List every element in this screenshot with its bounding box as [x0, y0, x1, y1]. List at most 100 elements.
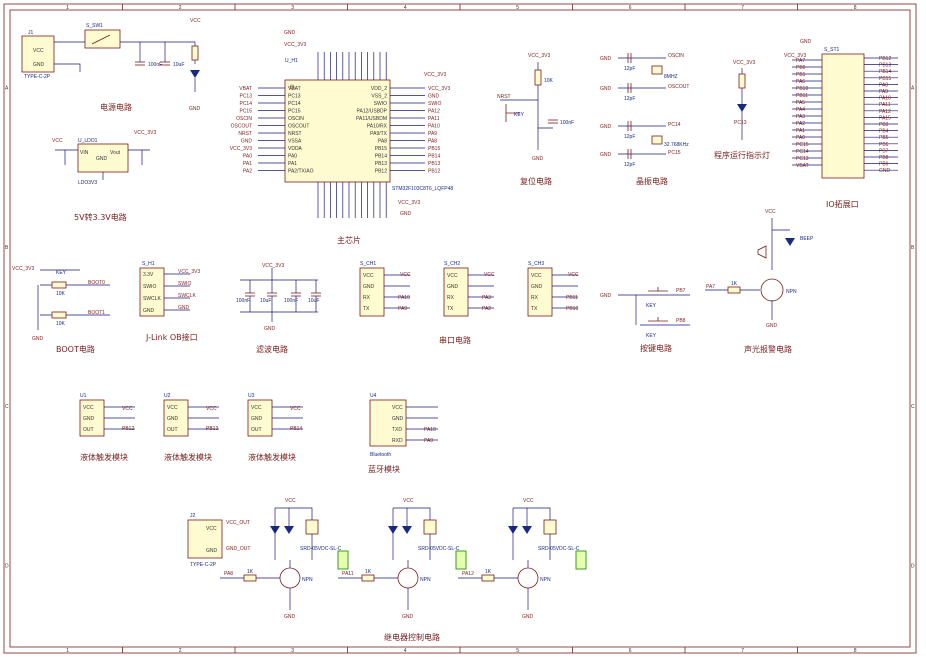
mcu-pin-label: VSS_2 — [371, 94, 387, 100]
io-right-net: PA10 — [879, 96, 891, 102]
filter-cap-value: 100nF — [284, 298, 298, 304]
relay-ctrl-net: PA11 — [342, 571, 354, 577]
crystal-pc14: PC14 — [668, 122, 681, 128]
liquid-pin-label: OUT — [167, 427, 178, 433]
caption-relay: 继电器控制电路 — [384, 632, 440, 642]
mcu-net-label: GND — [241, 139, 253, 145]
uart-ref: S_CH2 — [444, 261, 460, 267]
io-right-net: PB8 — [879, 155, 889, 161]
mcu-net-label: GND — [428, 94, 440, 100]
key-gnd: GND — [600, 293, 612, 299]
crystal-8mhz — [651, 65, 663, 75]
liquid-net: PB12 — [122, 426, 134, 432]
caption-reset: 复位电路 — [520, 176, 552, 186]
liquid-pin-label: OUT — [251, 427, 262, 433]
crystal1-value: 8MHZ — [664, 74, 678, 80]
relay-res-value: 1K — [247, 569, 254, 575]
io-right-net: PB4 — [879, 129, 889, 135]
mcu-pin-label: VSSA — [288, 139, 302, 145]
mcu-pin-label: PB14 — [375, 154, 387, 160]
ldo-ref: U_LDO1 — [78, 138, 98, 144]
mcu-right-vcc: VCC_3V3 — [424, 72, 446, 78]
boot-vcc: VCC_3V3 — [12, 266, 34, 272]
mcu-ref: U_H1 — [285, 58, 298, 64]
mcu-net-label: VBAT — [239, 86, 252, 92]
boot0-net: BOOT0 — [88, 280, 105, 286]
io-right-net: PB12 — [879, 56, 891, 62]
mcu-pin-label: PC13 — [288, 94, 301, 100]
alarm-npn-label: NPN — [786, 289, 797, 295]
power-led-icon — [190, 70, 200, 78]
relay-gnd-net: GND — [402, 614, 414, 620]
uart-circuits: S_CH1VCCGNDRXTXVCCPA10PA9S_CH2VCCGNDRXTX… — [359, 261, 579, 317]
uart-pin-label: RX — [447, 295, 455, 301]
relay-vcc-net: VCC — [403, 498, 414, 504]
relay-in-gnd: GND — [206, 548, 218, 554]
bt-module-body — [369, 399, 407, 447]
reset-key-label: KEY — [514, 112, 525, 118]
uart-pin-label: TX — [447, 306, 454, 312]
uart-pin-label: TX — [531, 306, 538, 312]
frame-row-label: D — [5, 563, 9, 569]
jlink-pin-label: SWCLK — [143, 296, 161, 302]
key2-label: KEY — [646, 333, 657, 339]
uart-rx-net: PB11 — [566, 295, 578, 301]
power-cap1-value: 100nF — [148, 62, 162, 68]
uart-pin-label: GND — [363, 284, 375, 290]
io-right-net: PB3 — [879, 122, 889, 128]
jlink-connector — [139, 267, 165, 317]
frame-col-label: 8 — [854, 5, 857, 11]
relay-npn-label: NPN — [420, 577, 431, 583]
uart-rx-net: PA10 — [398, 295, 410, 301]
mcu-net-label: OSCOUT — [231, 124, 252, 130]
relay-led-icon — [522, 526, 532, 534]
usb-typec-connector — [21, 35, 55, 73]
mcu-left-pins: VBATVBATPC13PC13PC14PC14PC15PC15OSCINOSC… — [230, 86, 314, 175]
liquid-body — [79, 399, 105, 437]
alarm-gnd: GND — [766, 323, 778, 329]
mcu-net-label: PB14 — [428, 154, 440, 160]
jlink-net-label: VCC_3V3 — [178, 269, 200, 275]
mcu-bottom-pins — [317, 182, 387, 218]
mcu-top-pins — [317, 52, 387, 80]
boot0-res-value: 10K — [56, 291, 66, 297]
mcu-net-label: PA10 — [428, 124, 440, 130]
alarm-res-value: 1K — [731, 281, 738, 287]
uart-pin-label: VCC — [531, 273, 542, 279]
io-right-net: PA8 — [879, 82, 888, 88]
mcu-top-vcc: VCC_3V3 — [284, 42, 306, 48]
frame-col-label: 3 — [291, 5, 294, 11]
frame-col-label: 6 — [629, 5, 632, 11]
frame-row-label: D — [911, 563, 915, 569]
ldo-pin-vout: Vout — [110, 150, 121, 156]
frame-col-label: 1 — [66, 648, 69, 654]
io-left-net: VBAT — [796, 163, 809, 169]
power-ref: J1 — [28, 30, 34, 36]
relay-vcc-net: VCC — [523, 498, 534, 504]
mcu-net-label: PC14 — [239, 101, 252, 107]
frame-col-label: 5 — [516, 5, 519, 11]
liquid-pin-label: VCC — [167, 405, 178, 411]
relay-transistor — [397, 567, 419, 589]
bt-ref: U4 — [370, 393, 377, 399]
reset-circuit: VCC_3V3 10K KEY NRST 100nF GND 复位电路 — [497, 53, 574, 186]
uart-connector — [359, 267, 385, 317]
frame-col-label: 8 — [854, 648, 857, 654]
relay-coil — [543, 519, 557, 535]
ldo-pin-vin: VIN — [80, 150, 89, 156]
xtal-gnd-label: GND — [600, 56, 612, 62]
key1-label: KEY — [646, 303, 657, 309]
frame-col-label: 2 — [179, 5, 182, 11]
alarm-circuit: VCC BEEP PA7 1K NPN GND 声光报警电路 — [705, 209, 814, 354]
